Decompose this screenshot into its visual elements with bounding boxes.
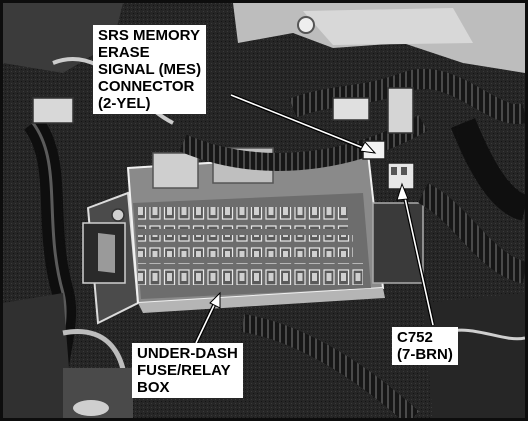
engine-bay-photo (3, 3, 525, 418)
srs-label-line-2: ERASE (98, 44, 150, 61)
srs-label-line-4: CONNECTOR (98, 78, 195, 95)
fuse-relay-box-label: UNDER-DASH FUSE/RELAY BOX (132, 343, 243, 398)
srs-mes-connector-label: SRS MEMORY ERASE SIGNAL (MES) CONNECTOR … (93, 25, 207, 114)
fuse-box-label-line-1: UNDER-DASH (137, 345, 238, 362)
fuse-box-label-line-2: FUSE/RELAY (137, 362, 231, 379)
srs-label-line-5: (2-YEL) (98, 95, 151, 112)
c752-label-line-1: C752 (397, 329, 433, 346)
srs-label-line-3: SIGNAL (MES) (98, 61, 202, 78)
srs-label-line-1: SRS MEMORY (98, 27, 200, 44)
fuse-box-label-line-3: BOX (137, 379, 170, 396)
c752-label-line-2: (7-BRN) (397, 346, 453, 363)
c752-connector-label: C752 (7-BRN) (392, 327, 458, 365)
